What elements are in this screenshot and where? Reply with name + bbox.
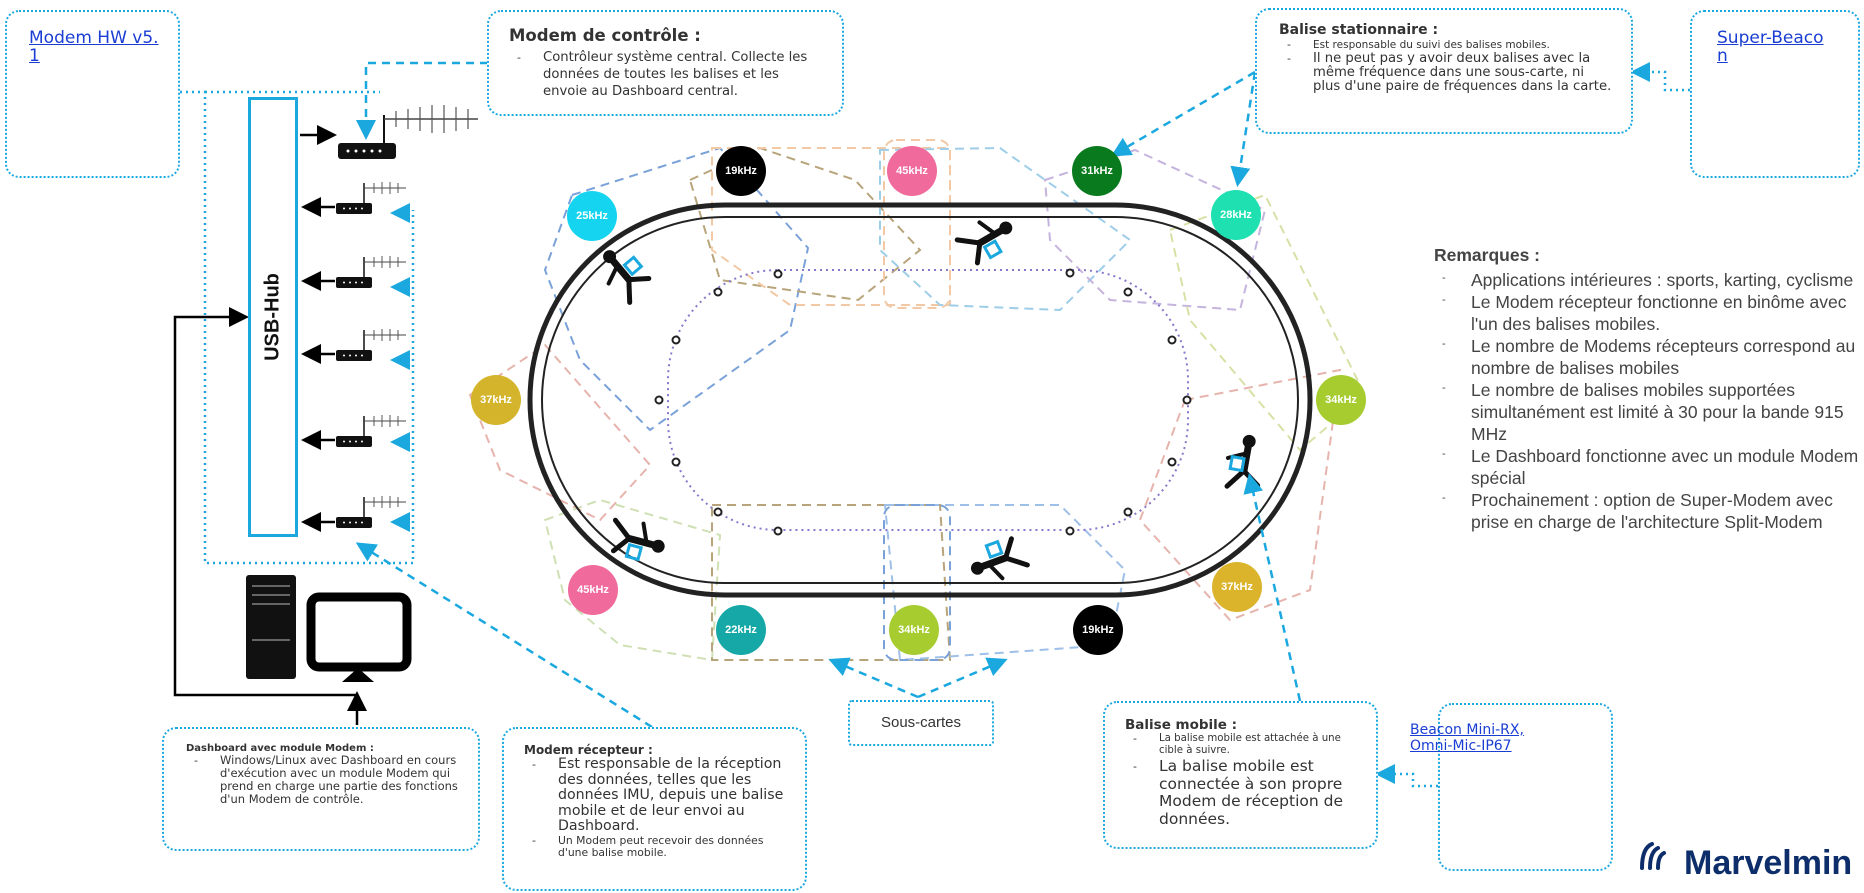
track-nodes [654, 268, 1192, 536]
beacon-marker: 25kHz [567, 191, 617, 241]
receiver-modem-card: Modem récepteur : Est responsable de la … [502, 727, 807, 891]
beacon-marker: 19kHz [716, 146, 766, 196]
mobile-beacon-card: Balise mobile : La balise mobile est att… [1103, 701, 1378, 849]
beacon-marker: 31kHz [1072, 146, 1122, 196]
beacon-marker: 28kHz [1211, 190, 1261, 240]
remarks-title: Remarques : [1434, 245, 1541, 265]
usb-connector-lines [180, 90, 415, 565]
remark-item: Le Modem récepteur fonctionne en binôme … [1434, 289, 1864, 335]
receiver-modem-list: Est responsable de la réception des donn… [524, 756, 789, 859]
remark-item: Applications intérieures : sports, karti… [1434, 267, 1864, 291]
stationary-beacon-item: Il ne peut pas y avoir deux balises avec… [1279, 52, 1613, 94]
submaps-card: Sous-cartes [848, 700, 994, 746]
hub-arrows [173, 125, 367, 725]
submaps-label: Sous-cartes [880, 714, 962, 731]
control-modem-title: Modem de contrôle : [509, 26, 701, 45]
modem-hw-card: Modem HW v5. 1 [5, 10, 180, 178]
beacon-marker: 34kHz [889, 605, 939, 655]
dashboard-item: Windows/Linux avec Dashboard en cours d'… [186, 754, 464, 806]
device-link-arrows [1375, 62, 1690, 788]
marvelmind-logo: Marvelmin [1638, 838, 1852, 883]
mini-rx-link[interactable]: Beacon Mini-RX, Omni-Mic-IP67 [1410, 722, 1524, 754]
remark-item: Le nombre de Modems récepteurs correspon… [1434, 333, 1864, 379]
blue-arrows [355, 61, 1302, 729]
mobile-beacon-item: La balise mobile est connectée à son pro… [1125, 757, 1362, 828]
remark-item: Prochainement : option de Super-Modem av… [1434, 487, 1864, 533]
beacon-marker: 22kHz [716, 605, 766, 655]
control-modem-list: Contrôleur système central. Collecte les… [509, 49, 824, 100]
remarks-list: Applications intérieures : sports, karti… [1434, 267, 1864, 533]
stationary-beacon-item: Est responsable du suivi des balises mob… [1279, 38, 1613, 52]
computer-icon [246, 575, 412, 682]
super-beacon-link[interactable]: Super-Beaco n [1717, 28, 1824, 66]
stationary-beacon-title: Balise stationnaire : [1279, 22, 1439, 38]
modem-hw-link[interactable]: Modem HW v5. 1 [29, 28, 159, 66]
modem-devices [336, 105, 478, 528]
mobile-beacon-item: La balise mobile est attachée à une cibl… [1125, 733, 1362, 756]
control-modem-item: Contrôleur système central. Collecte les… [509, 49, 824, 100]
submap-outlines [468, 139, 1367, 662]
beacon-marker: 34kHz [1316, 375, 1366, 425]
mini-rx-card: Beacon Mini-RX, Omni-Mic-IP67 [1410, 703, 1613, 871]
marvelmind-logo-icon [1640, 842, 1666, 870]
receiver-modem-item: Un Modem peut recevoir des données d'une… [524, 834, 789, 859]
dashboard-list: Windows/Linux avec Dashboard en cours d'… [186, 754, 464, 806]
receiver-modem-title: Modem récepteur : [524, 743, 653, 757]
receiver-modem-item: Est responsable de la réception des donn… [524, 756, 789, 835]
remark-item: Le nombre de balises mobiles supportées … [1434, 377, 1864, 445]
remarks-section: Remarques : Applications intérieures : s… [1434, 245, 1864, 533]
remark-item: Le Dashboard fonctionne avec un module M… [1434, 443, 1864, 489]
beacon-marker: 45kHz [568, 565, 618, 615]
control-modem-card: Modem de contrôle : Contrôleur système c… [487, 10, 844, 116]
beacon-marker: 37kHz [471, 375, 521, 425]
mobile-beacon-title: Balise mobile : [1125, 717, 1238, 733]
usb-hub: USB-Hub [248, 97, 298, 537]
stationary-beacon-card: Balise stationnaire : Est responsable du… [1255, 8, 1633, 134]
beacon-marker: 37kHz [1212, 562, 1262, 612]
dashboard-title: Dashboard avec module Modem : [186, 743, 374, 754]
beacon-marker: 19kHz [1073, 605, 1123, 655]
mobile-beacon-list: La balise mobile est attachée à une cibl… [1125, 733, 1362, 828]
stationary-beacon-list: Est responsable du suivi des balises mob… [1279, 38, 1613, 94]
usb-hub-label: USB-Hub [261, 273, 284, 361]
super-beacon-card: Super-Beaco n [1690, 10, 1860, 178]
marvelmind-logo-text: Marvelmin [1684, 844, 1853, 882]
dashboard-card: Dashboard avec module Modem : Windows/Li… [162, 727, 480, 851]
beacon-marker: 45kHz [887, 146, 937, 196]
